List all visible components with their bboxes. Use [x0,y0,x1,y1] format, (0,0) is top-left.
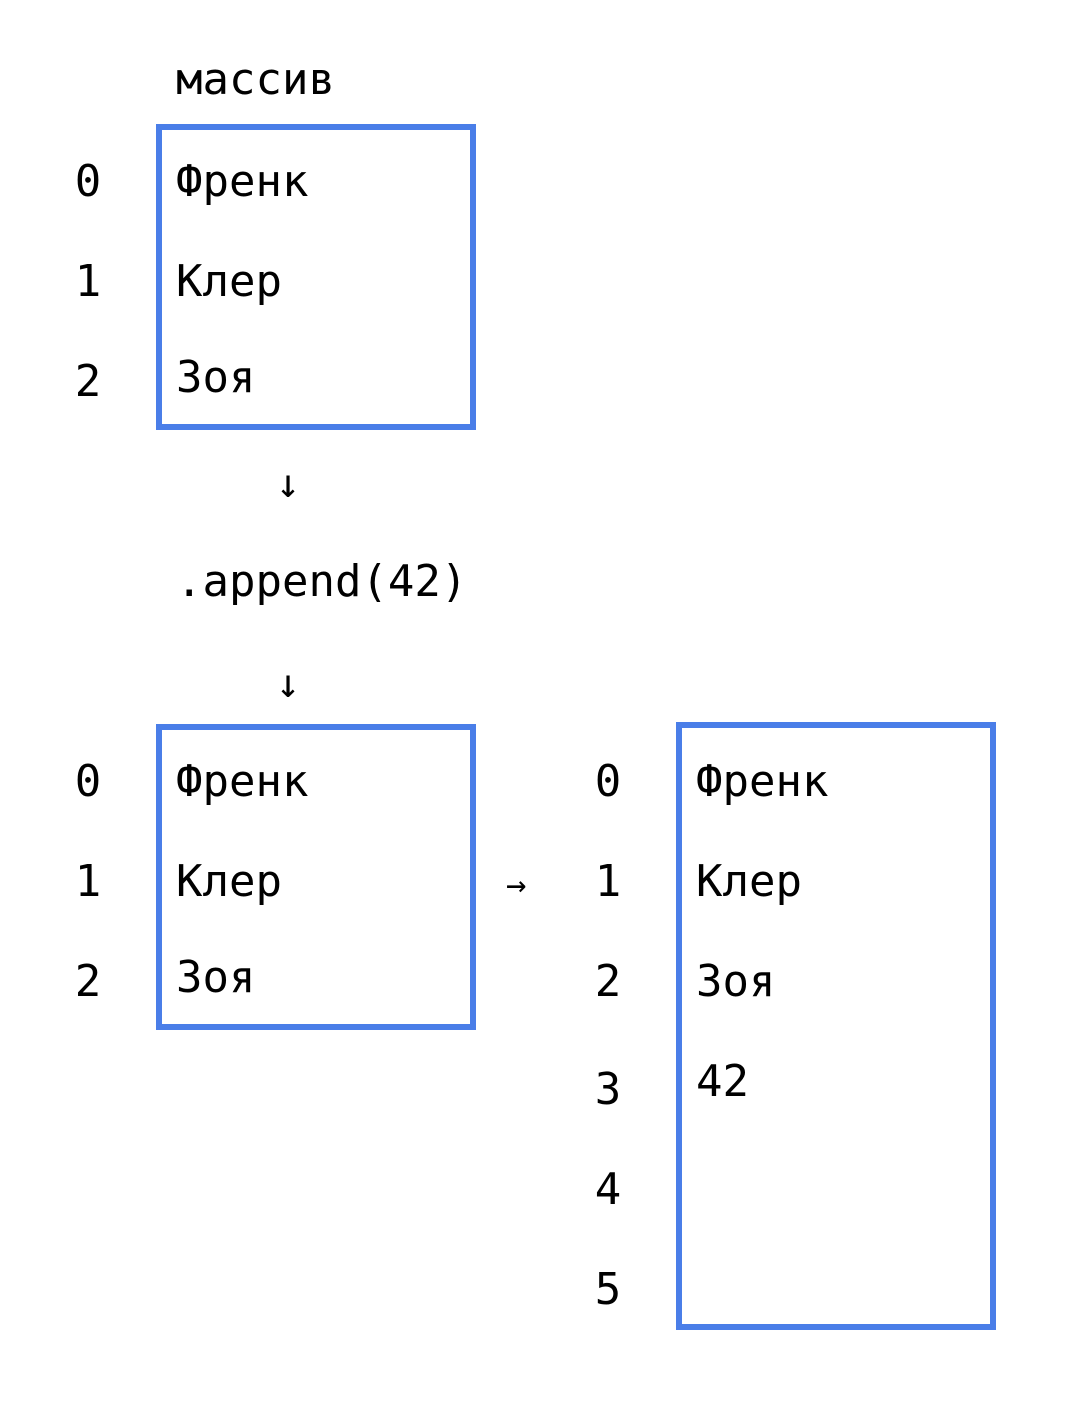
before-index-0: 0 [74,756,102,807]
before-item-1: Клер [176,856,282,907]
after-item-1: Клер [696,856,802,907]
after-index-2: 2 [594,956,622,1007]
before-array-box [156,724,476,1030]
arrow-right-icon: → [506,865,527,905]
original-index-1: 1 [74,256,102,307]
after-item-0: Френк [696,756,829,807]
after-item-3: 42 [696,1056,749,1107]
original-item-0: Френк [176,156,309,207]
before-index-2: 2 [74,956,102,1007]
method-call: .append(42) [176,556,468,607]
after-index-4: 4 [594,1164,622,1215]
original-index-0: 0 [74,156,102,207]
after-index-5: 5 [594,1264,622,1315]
before-index-1: 1 [74,856,102,907]
after-array-box [676,722,996,1330]
after-index-3: 3 [594,1064,622,1115]
arrow-down-icon: ↓ [276,661,301,707]
original-index-2: 2 [74,356,102,407]
original-array-box [156,124,476,430]
original-item-2: Зоя [176,352,256,403]
after-item-2: Зоя [696,956,776,1007]
after-index-0: 0 [594,756,622,807]
before-item-0: Френк [176,756,309,807]
before-item-2: Зоя [176,952,256,1003]
original-item-1: Клер [176,256,282,307]
after-index-1: 1 [594,856,622,907]
arrow-down-icon: ↓ [276,461,301,507]
array-label: массив [176,54,335,105]
